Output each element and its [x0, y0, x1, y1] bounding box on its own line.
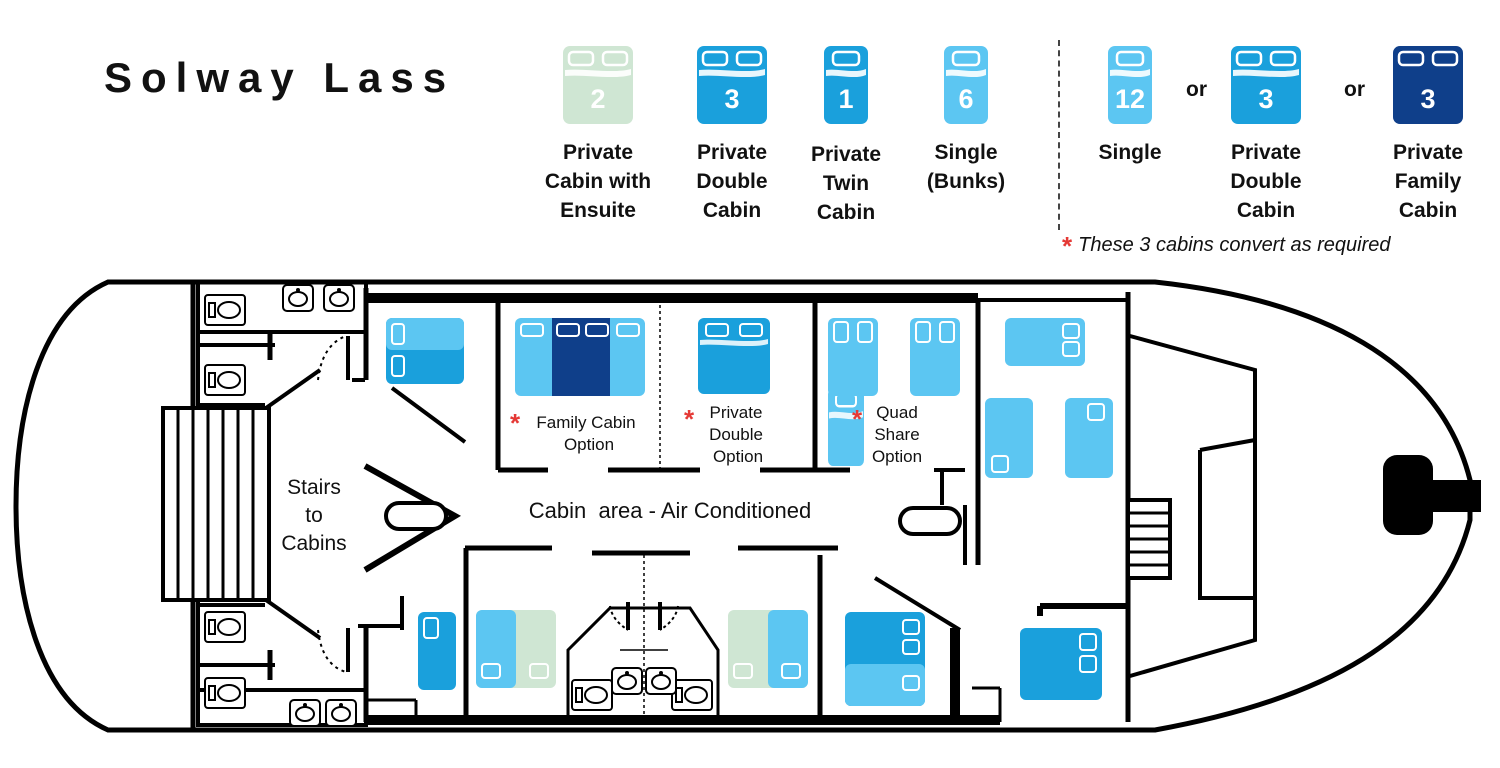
single-bed-icon: 12	[1108, 46, 1152, 124]
legend-item-convertible-single: 12 Single	[1060, 44, 1200, 167]
legend-divider	[1058, 40, 1060, 230]
legend-label: Single(Bunks)	[926, 141, 1006, 193]
legend-count: 3	[1420, 84, 1435, 114]
double-option-label: Double	[709, 425, 763, 444]
legend-count: 3	[724, 84, 739, 114]
legend-count: 6	[958, 84, 973, 114]
asterisk-icon: *	[510, 408, 521, 438]
single-bed-icon: 1	[824, 46, 868, 124]
bow-structure	[1126, 334, 1481, 678]
stairs-label: Cabins	[281, 532, 346, 555]
legend-item-single-bunks: 6 Single(Bunks)	[896, 44, 1036, 196]
family-cabin-option-label: Family Cabin	[536, 413, 635, 432]
stern-heads-and-stairs	[161, 280, 368, 727]
double-bed-icon: 3	[697, 46, 767, 124]
asterisk-icon: *	[1062, 231, 1073, 261]
plan-labels: Stairs to Cabins Cabin area - Air Condit…	[281, 403, 922, 555]
cabin-area-label: Cabin area - Air Conditioned	[529, 498, 812, 523]
stairs-label: Stairs	[287, 476, 341, 499]
legend-count: 2	[590, 84, 605, 114]
double-bed-icon: 3	[1231, 46, 1301, 124]
quad-share-option-label: Option	[872, 447, 922, 466]
asterisk-icon: *	[852, 404, 863, 434]
quad-share-option-label: Share	[874, 425, 919, 444]
family-bed-icon: 3	[1393, 46, 1463, 124]
page-title: Solway Lass	[104, 54, 456, 101]
legend-count: 1	[838, 84, 853, 114]
beds	[386, 318, 1113, 711]
legend-label: Single	[1098, 141, 1162, 164]
single-bunk-icon: 6	[944, 46, 988, 124]
stairs-label: to	[305, 504, 323, 527]
ensuite-double-bed-icon: 2	[563, 46, 633, 124]
double-option-label: Option	[713, 447, 763, 466]
or-separator: or	[1344, 78, 1365, 101]
convert-note: *These 3 cabins convert as required	[1062, 231, 1391, 261]
asterisk-icon: *	[684, 404, 695, 434]
legend-count: 12	[1115, 84, 1145, 114]
or-separator: or	[1186, 78, 1207, 101]
legend-count: 3	[1258, 84, 1273, 114]
double-option-label: Private	[710, 403, 763, 422]
family-cabin-option-label: Option	[564, 435, 614, 454]
quad-share-option-label: Quad	[876, 403, 918, 422]
cabin-walls	[352, 288, 1128, 725]
